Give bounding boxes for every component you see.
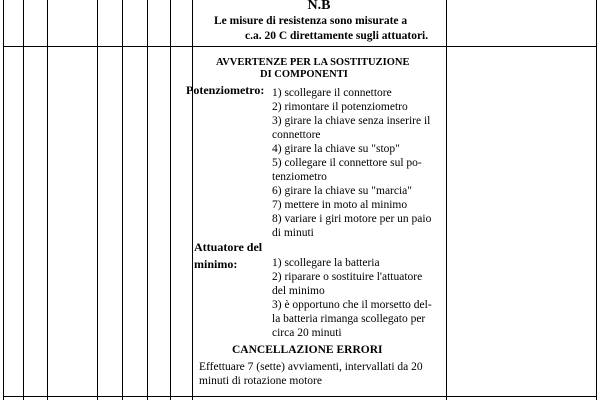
potenziometro-step: 3) girare la chiave senza inserire il	[272, 115, 431, 127]
avvertenze-title-line-1: AVVERTENZE PER LA SOSTITUZIONE	[216, 57, 410, 68]
potenziometro-step: 1) scollegare il connettore	[272, 87, 392, 99]
potenziometro-step: 7) mettere in moto al minimo	[272, 199, 408, 211]
attuatore-step: 3) è opportuno che il morsetto del-	[272, 299, 432, 311]
row-divider	[3, 46, 597, 47]
column-divider	[97, 0, 98, 400]
cancellazione-title: CANCELLAZIONE ERRORI	[232, 344, 383, 356]
nb-line-2: c.a. 20 C direttamente sugli attuatori.	[245, 30, 429, 42]
avvertenze-title-line-2: DI COMPONENTI	[260, 69, 348, 80]
potenziometro-step: connettore	[272, 129, 321, 141]
potenziometro-label: Potenziometro:	[186, 83, 265, 97]
cancellazione-line-2: minuti di rotazione motore	[199, 375, 322, 387]
row-divider	[3, 396, 597, 397]
cancellazione-line-1: Effettuare 7 (sette) avviamenti, interva…	[199, 361, 423, 373]
potenziometro-step: 5) collegare il connettore sul po-	[272, 157, 422, 169]
nb-line-1: Le misure di resistenza sono misurate a	[214, 15, 408, 27]
potenziometro-step: 4) girare la chiave su "stop"	[272, 143, 400, 155]
potenziometro-step: 6) girare la chiave su "marcia"	[272, 185, 412, 197]
potenziometro-step: 2) rimontare il potenziometro	[272, 101, 408, 113]
attuatore-label-line-2: minimo:	[194, 257, 238, 271]
column-divider	[170, 0, 171, 400]
column-divider	[147, 0, 148, 400]
column-divider	[3, 0, 4, 400]
attuatore-step: la batteria rimanga scollegato per	[272, 313, 426, 325]
attuatore-step: 2) riparare o sostituire l'attuatore	[272, 271, 423, 283]
nb-title: N.B	[307, 0, 331, 13]
attuatore-step: 1) scollegare la batteria	[272, 257, 380, 269]
attuatore-label-line-1: Attuatore del	[194, 240, 263, 254]
potenziometro-step: 8) variare i giri motore per un paio	[272, 213, 432, 225]
attuatore-step: circa 20 minuti	[272, 327, 342, 339]
potenziometro-step: di minuti	[272, 227, 314, 239]
column-divider	[122, 0, 123, 400]
column-divider	[596, 0, 597, 400]
column-divider	[446, 0, 447, 400]
column-divider	[47, 0, 48, 400]
attuatore-step: del minimo	[272, 285, 325, 297]
potenziometro-step: tenziometro	[272, 171, 327, 183]
column-divider	[192, 0, 193, 400]
column-divider	[23, 0, 24, 400]
